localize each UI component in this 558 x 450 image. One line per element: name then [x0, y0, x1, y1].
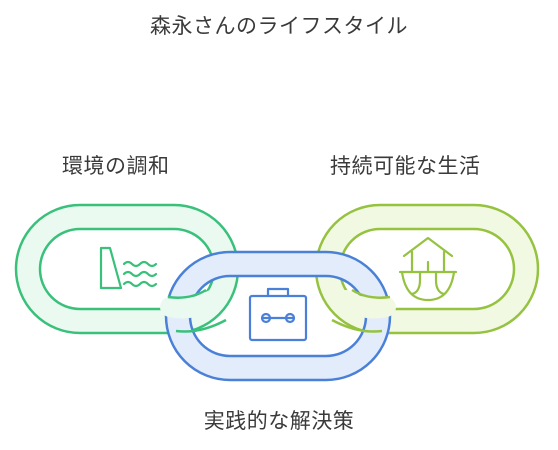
- interlock-right: [331, 288, 396, 333]
- house-plant-icon: [398, 236, 458, 302]
- diagram-title: 森永さんのライフスタイル: [150, 14, 408, 38]
- dam-water-icon: [99, 246, 158, 290]
- label-sustainable-living: 持続可能な生活: [330, 154, 481, 178]
- interlock-left: [160, 288, 227, 333]
- label-environment-harmony: 環境の調和: [62, 154, 170, 178]
- toolbox-icon: [248, 287, 308, 342]
- label-practical-solutions: 実践的な解決策: [203, 409, 355, 433]
